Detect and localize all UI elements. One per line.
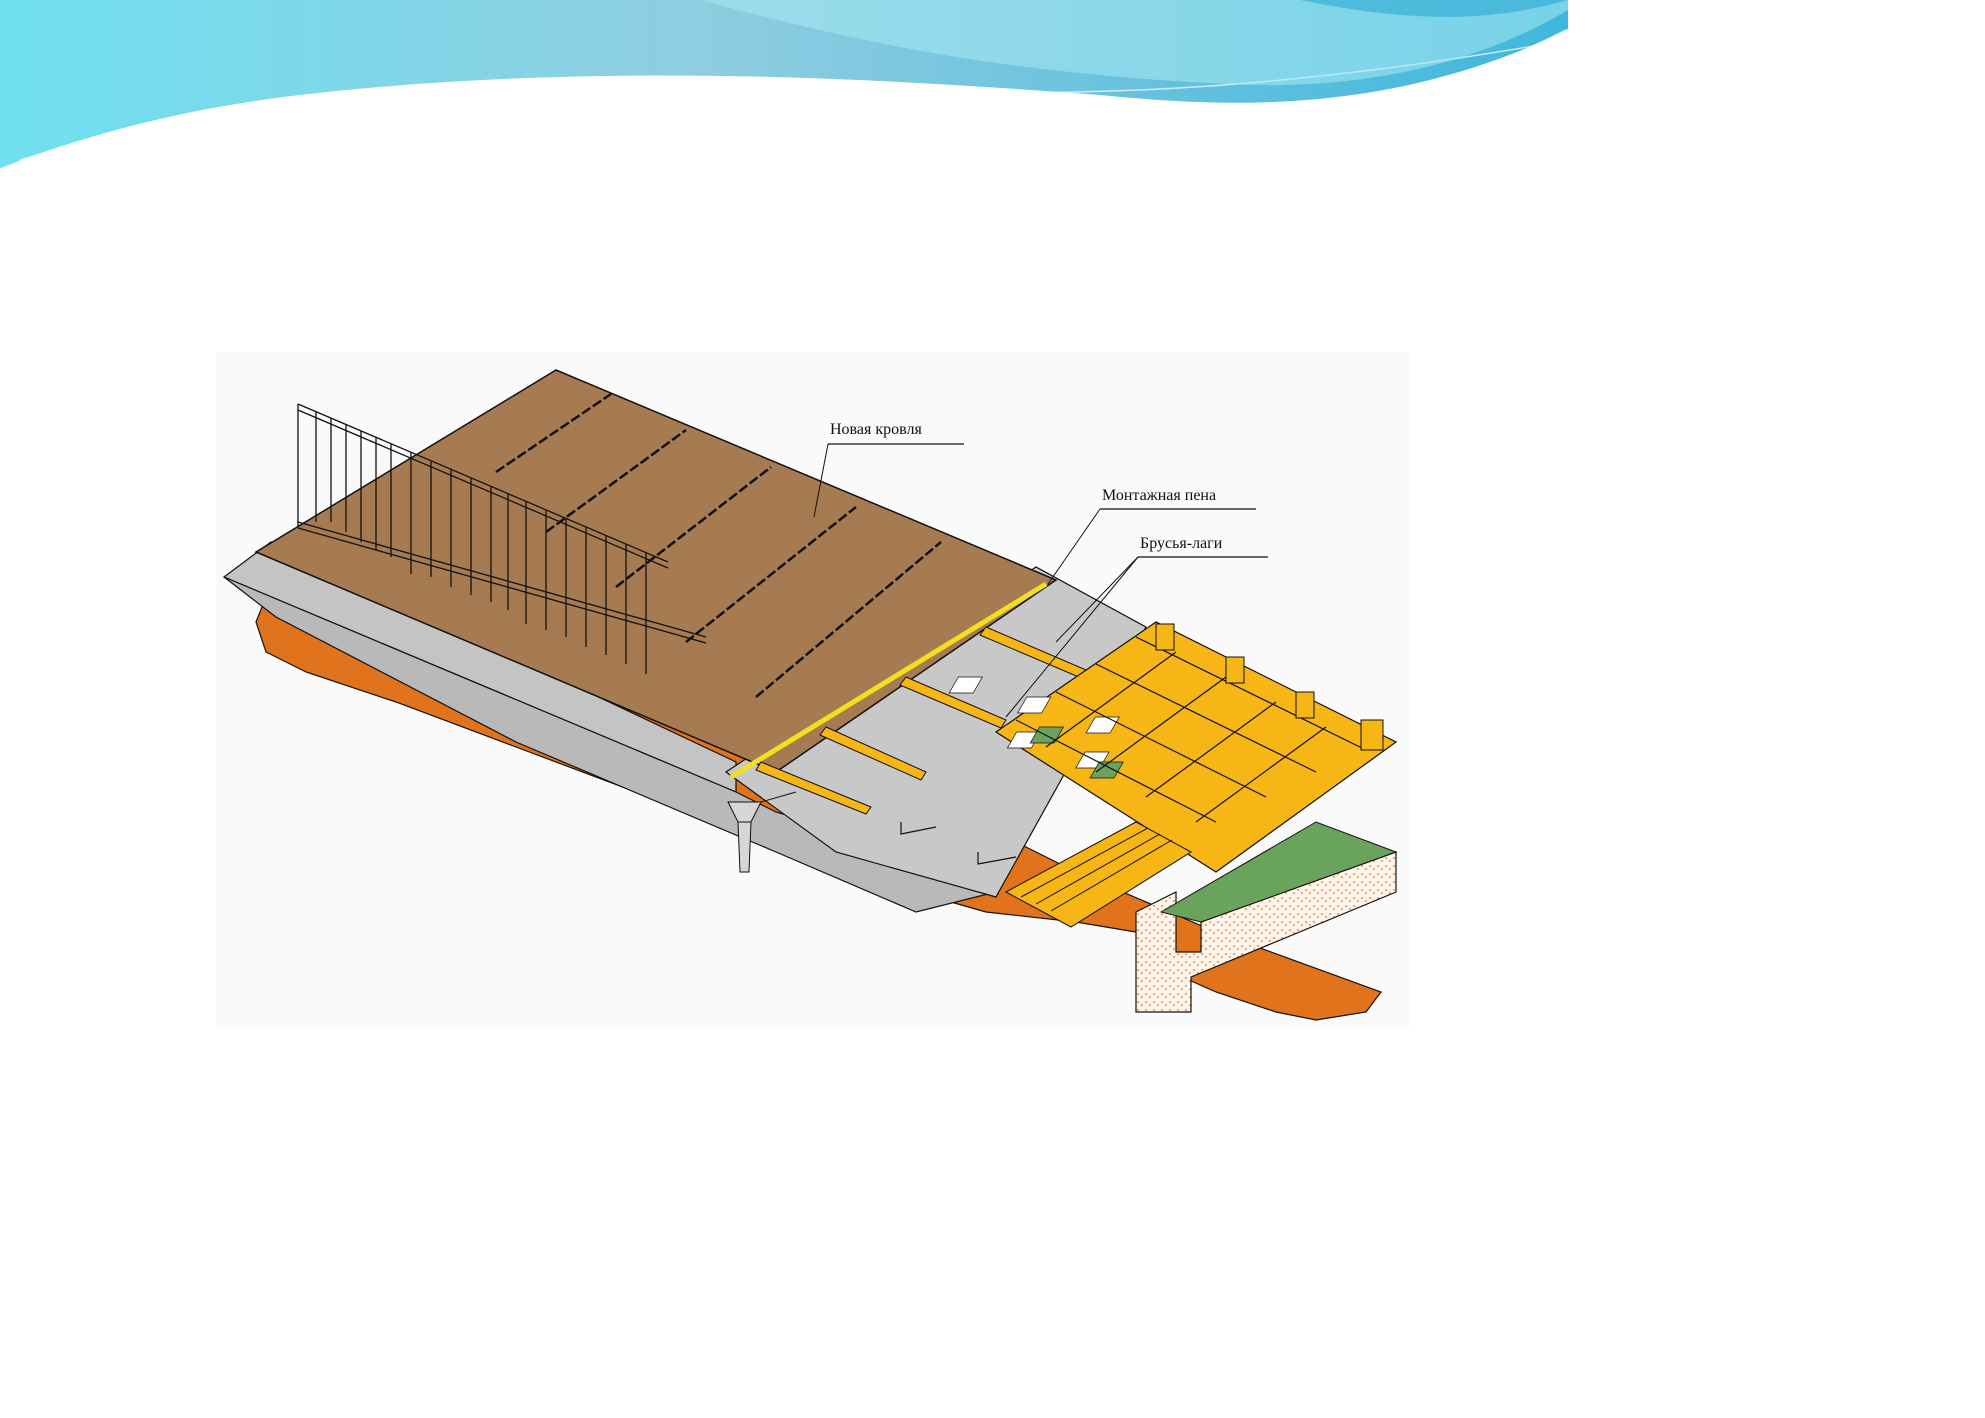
label-timber-joists: Брусья-лаги	[1140, 535, 1223, 552]
header-wave-decoration	[0, 0, 1568, 180]
label-mounting-foam: Монтажная пена	[1102, 487, 1216, 504]
roof-diagram-frame: Новая кровля Монтажная пена Брусья-лаги	[216, 352, 1410, 1028]
label-new-roof: Новая кровля	[830, 421, 922, 438]
roof-construction-diagram: Новая кровля Монтажная пена Брусья-лаги	[216, 352, 1410, 1028]
